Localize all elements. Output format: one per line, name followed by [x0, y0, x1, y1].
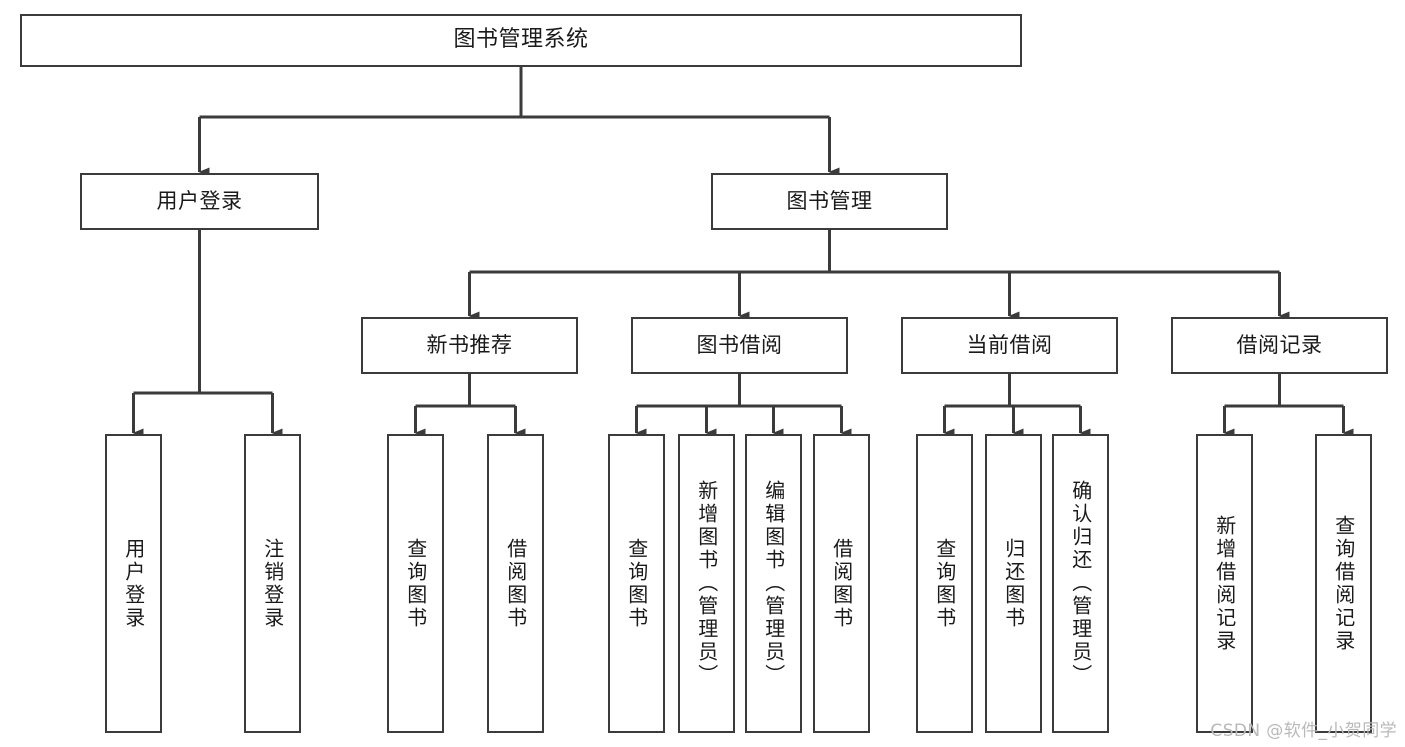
node-label: 借阅图书: [829, 537, 854, 630]
leaf-recommend-query-book[interactable]: 查询图书: [387, 434, 444, 733]
node-book-borrow[interactable]: 图书借阅: [631, 317, 848, 374]
node-label: 图书借阅: [696, 332, 783, 357]
watermark-text: CSDN @软件_小贺同学: [1210, 721, 1397, 741]
leaf-current-query-book[interactable]: 查询图书: [916, 434, 973, 733]
node-book-management[interactable]: 图书管理: [711, 173, 948, 230]
node-label: 借阅图书: [503, 537, 528, 630]
node-root[interactable]: 图书管理系统: [20, 14, 1022, 67]
leaf-record-add-borrow-record[interactable]: 新增借阅记录: [1196, 434, 1253, 733]
node-label: 新增图书（管理员）: [694, 480, 719, 687]
leaf-borrow-add-book-admin[interactable]: 新增图书（管理员）: [678, 434, 735, 733]
node-label: 借阅记录: [1236, 332, 1323, 357]
node-label: 新增借阅记录: [1212, 514, 1237, 653]
node-label: 用户登录: [156, 188, 243, 213]
leaf-user-login[interactable]: 用户登录: [105, 434, 162, 733]
node-label: 查询图书: [932, 537, 957, 630]
node-label: 用户登录: [121, 537, 146, 630]
node-current-borrow[interactable]: 当前借阅: [901, 317, 1118, 374]
node-user-login[interactable]: 用户登录: [80, 173, 319, 230]
leaf-record-query-borrow-record[interactable]: 查询借阅记录: [1315, 434, 1372, 733]
leaf-recommend-borrow-book[interactable]: 借阅图书: [487, 434, 544, 733]
node-label: 查询图书: [624, 537, 649, 630]
node-label: 新书推荐: [426, 332, 513, 357]
node-label: 编辑图书（管理员）: [761, 480, 786, 687]
leaf-borrow-edit-book-admin[interactable]: 编辑图书（管理员）: [745, 434, 802, 733]
node-label: 图书管理系统: [453, 27, 589, 53]
node-borrow-record[interactable]: 借阅记录: [1171, 317, 1388, 374]
node-label: 当前借阅: [966, 332, 1053, 357]
node-label: 查询借阅记录: [1331, 514, 1356, 653]
node-label: 查询图书: [403, 537, 428, 630]
node-label: 图书管理: [786, 188, 873, 213]
leaf-user-logout[interactable]: 注销登录: [244, 434, 301, 733]
node-label: 确认归还（管理员）: [1068, 480, 1093, 687]
leaf-borrow-query-book[interactable]: 查询图书: [608, 434, 665, 733]
leaf-current-return-book[interactable]: 归还图书: [985, 434, 1042, 733]
node-label: 归还图书: [1001, 537, 1026, 630]
node-new-book-recommend[interactable]: 新书推荐: [361, 317, 578, 374]
node-label: 注销登录: [260, 537, 285, 630]
leaf-borrow-borrow-book[interactable]: 借阅图书: [813, 434, 870, 733]
leaf-current-confirm-return-admin[interactable]: 确认归还（管理员）: [1052, 434, 1109, 733]
